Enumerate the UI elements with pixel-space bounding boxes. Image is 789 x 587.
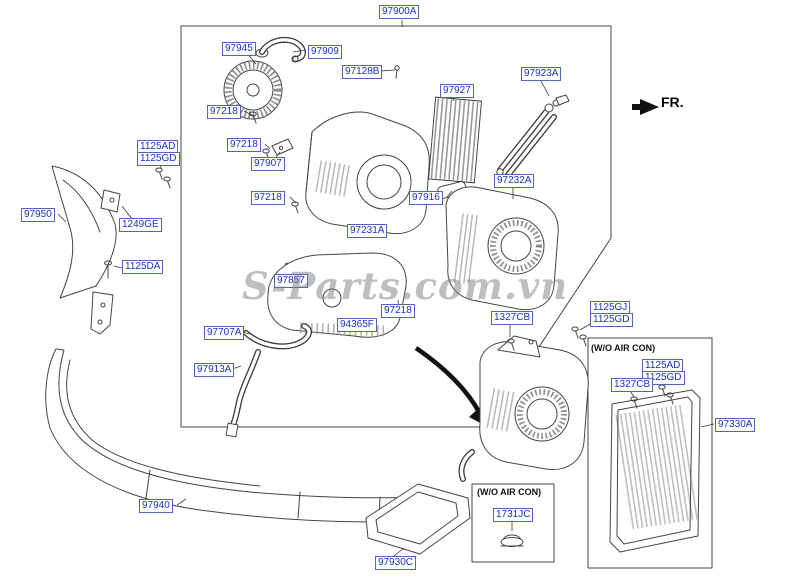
part-label[interactable]: 1731JC [493,508,534,522]
bracket-lower-left [90,291,114,335]
heater-case-upper [305,111,430,235]
bracket-97907 [271,138,294,156]
screw-icon [291,201,299,214]
screw-icon [155,167,163,180]
part-label[interactable]: 97218 [207,105,241,119]
part-label[interactable]: 1125GD [590,313,633,327]
bolt-97128b [394,65,400,79]
part-label[interactable]: 97330A [715,418,756,432]
crossbar-duct [45,348,435,523]
part-label[interactable]: 97218 [227,138,261,152]
relocation-arrow [414,346,486,426]
part-label[interactable]: 97923A [521,67,562,81]
heater-case-right [445,186,559,311]
blower-unit-assembled [458,335,589,482]
screw-icon [163,176,171,189]
part-label[interactable]: 1125DA [122,260,164,274]
part-label[interactable]: 97231A [347,224,388,238]
part-label[interactable]: 97927 [440,84,474,98]
blower-cover-97330a [609,389,701,553]
part-label[interactable]: 97930C [375,556,417,570]
bolt-1125da [104,260,112,279]
part-label[interactable]: 97945 [222,42,256,56]
part-label[interactable]: 97913A [194,363,235,377]
part-label[interactable]: 97128B [342,65,383,79]
part-label[interactable]: 97940 [139,499,173,513]
part-label[interactable]: 97909 [308,45,342,59]
part-label[interactable]: 94365F [337,318,377,332]
fr-arrow-icon [632,99,659,115]
condition-note: (W/O AIR CON) [477,487,542,497]
drain-hose [259,36,306,63]
part-label[interactable]: 97232A [494,174,535,188]
pipe-assembly [496,94,570,178]
grommet-1731jc [500,534,524,547]
screw-icon [571,326,579,339]
part-label[interactable]: 97707A [204,326,245,340]
hose-97707a [243,323,312,350]
part-label[interactable]: 97218 [381,304,415,318]
hose-97913a [225,349,261,438]
part-label[interactable]: 97907 [251,157,285,171]
part-label[interactable]: 97857 [274,274,308,288]
part-label[interactable]: 97950 [21,208,55,222]
main-assembly-box [180,25,612,428]
part-label[interactable]: 1327CB [491,311,534,325]
part-label[interactable]: 1125GD [137,152,180,166]
screw-icon [579,334,587,347]
part-label[interactable]: 97916 [409,191,443,205]
defroster-duct-left [51,165,121,299]
part-label[interactable]: 1327CB [611,378,654,392]
wo-aircon-box-right [587,337,713,569]
vent-duct-97930c [365,483,471,555]
evaporator-core [428,96,482,184]
wo-aircon-box-bottom [471,483,555,563]
part-label[interactable]: 1249GE [119,218,162,232]
condition-note: (W/O AIR CON) [591,343,656,353]
part-label[interactable]: 97900A [379,5,420,19]
fr-label: FR. [661,94,684,110]
part-label[interactable]: 97218 [251,191,285,205]
